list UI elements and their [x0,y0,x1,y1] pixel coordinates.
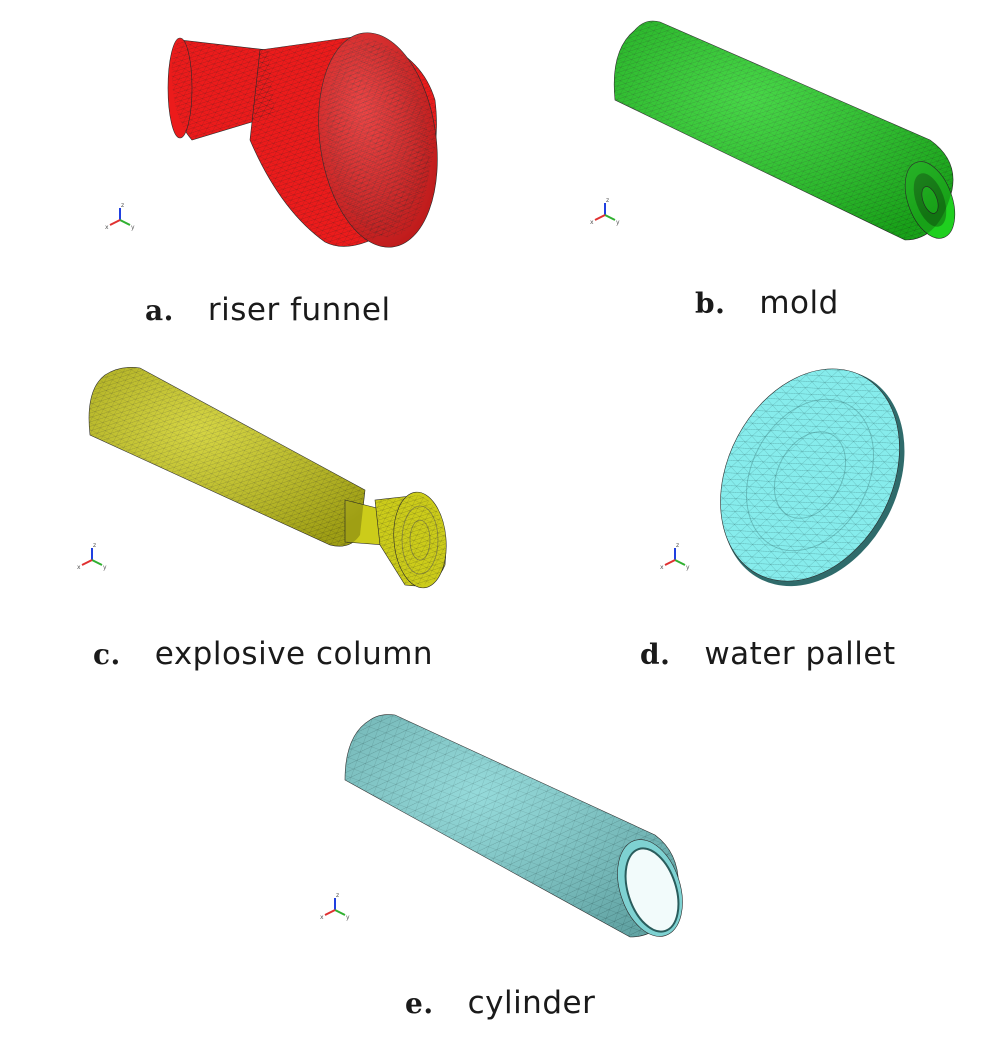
svg-text:x: x [660,564,664,571]
xyz-axis-triad-icon: z y x [105,202,135,231]
mold-mesh: z y x [590,20,956,241]
panel-explosive-column: z y x [75,360,475,600]
xyz-axis-triad-icon: z y x [660,542,690,571]
svg-text:z: z [121,202,124,209]
svg-text:z: z [336,892,339,899]
panel-mold: z y x [590,10,970,250]
explosive-column-mesh: z y x [77,367,447,589]
svg-text:y: y [686,564,690,571]
water-pallet-mesh: z y x [660,368,905,587]
svg-text:z: z [93,542,96,549]
svg-text:y: y [616,219,620,226]
riser-funnel-mesh: z y x [105,32,438,248]
caption-c: c.explosive column [93,636,434,672]
panel-cylinder: z y x [310,705,700,945]
xyz-axis-triad-icon: z y x [77,542,107,571]
xyz-axis-triad-icon: z y x [590,197,620,226]
svg-text:x: x [105,224,109,231]
xyz-axis-triad-icon: z y x [320,892,350,921]
svg-text:y: y [346,914,350,921]
cylinder-mesh: z y x [320,714,683,938]
panel-riser-funnel: z y x [100,10,460,250]
svg-text:x: x [77,564,81,571]
svg-text:y: y [103,564,107,571]
svg-text:z: z [676,542,679,549]
panel-water-pallet: z y x [655,360,915,600]
caption-a: a.riser funnel [145,292,391,328]
caption-b: b.mold [695,285,839,321]
svg-text:y: y [131,224,135,231]
svg-text:x: x [320,914,324,921]
caption-d: d.water pallet [640,636,896,672]
caption-e: e.cylinder [405,985,596,1021]
svg-text:x: x [590,219,594,226]
svg-text:z: z [606,197,609,204]
